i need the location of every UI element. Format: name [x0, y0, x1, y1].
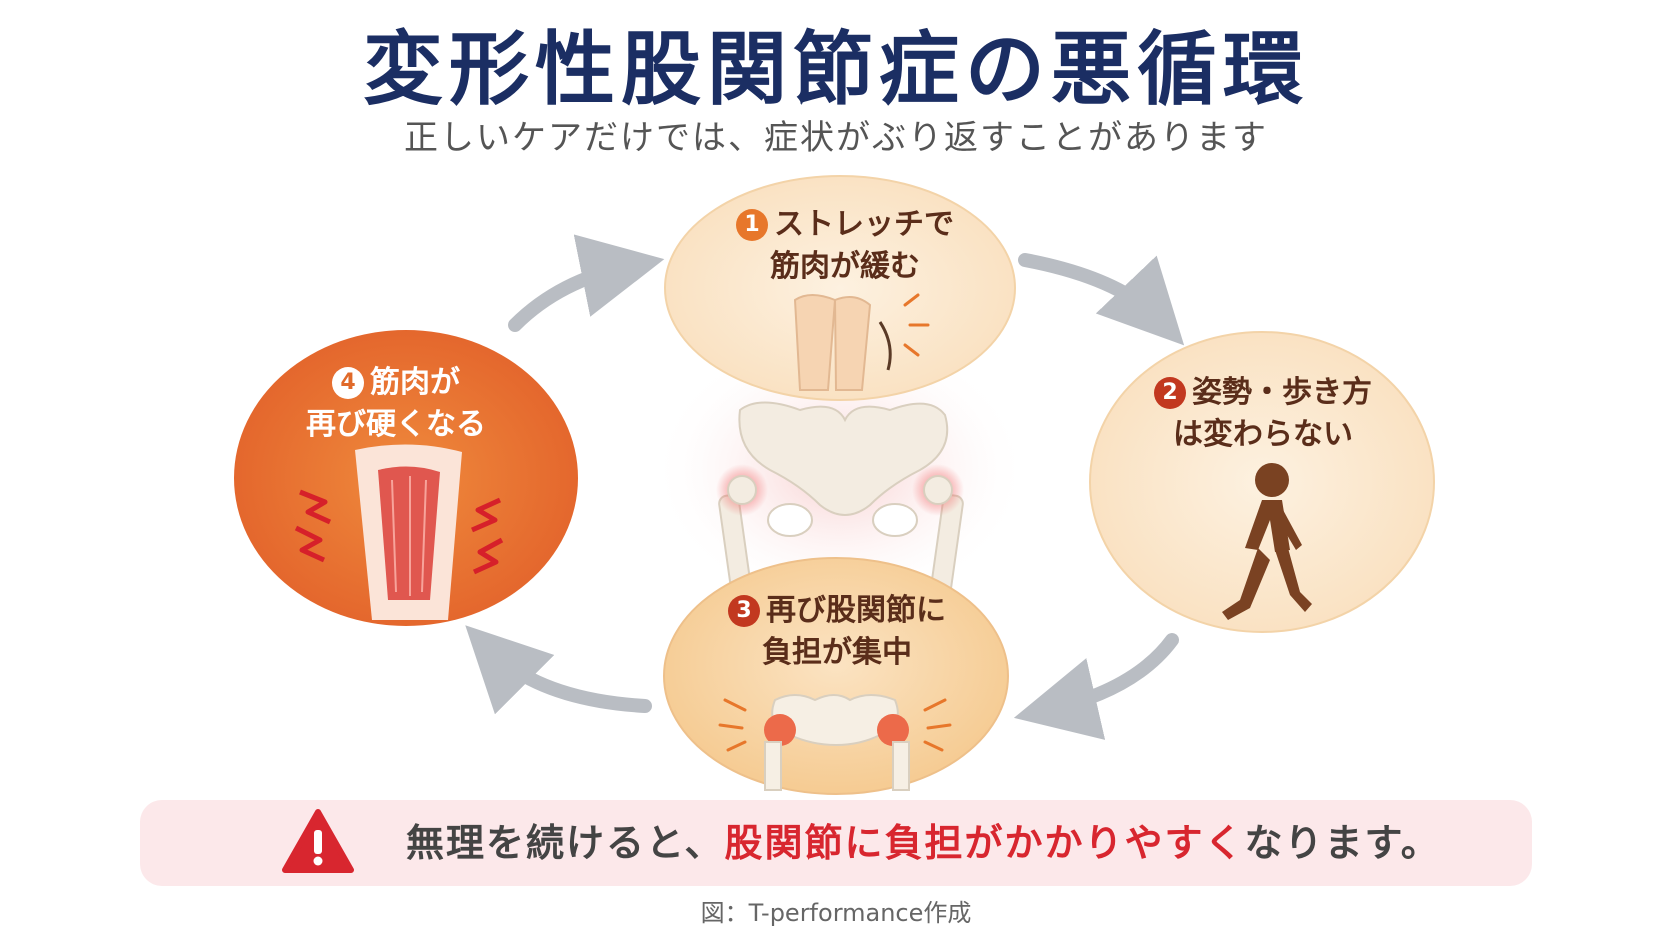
pelvis-illustration	[650, 330, 1030, 610]
step-3-line1: 再び股関節に	[766, 593, 946, 628]
step-4-node	[234, 330, 578, 626]
figure-credit: 図：T-performance作成	[700, 899, 972, 927]
warning-triangle-icon	[282, 809, 354, 873]
step-2-line2: は変わらない	[1173, 417, 1353, 452]
step-2-line1: 姿勢・歩き方	[1192, 375, 1372, 410]
page-subtitle: 正しいケアだけでは、症状がぶり返すことがあります	[404, 118, 1268, 158]
page-title: 変形性股関節症の悪循環	[363, 23, 1309, 116]
step-2-number: 2	[1154, 377, 1186, 409]
step-1-number: 1	[736, 209, 768, 241]
warning-text-highlight: 股関節に負担がかかりやすく	[724, 821, 1245, 865]
step-1-line2: 筋肉が緩む	[770, 249, 920, 284]
step-4-line1: 筋肉が	[370, 365, 460, 400]
tense-muscle-icon	[294, 444, 504, 620]
warning-text-before: 無理を続けると、	[406, 821, 725, 865]
legs-icon	[793, 293, 930, 391]
arrow-1-to-2	[1018, 253, 1185, 346]
warning-text: 無理を続けると、股関節に負担がかかりやすくなります。	[406, 815, 1506, 871]
step-3-line2: 負担が集中	[762, 635, 912, 670]
arrow-2-to-3	[1013, 633, 1179, 740]
step-3-number: 3	[728, 595, 760, 627]
warning-banner	[140, 800, 1532, 886]
step-4-number: 4	[332, 367, 364, 399]
walking-person-icon	[1222, 463, 1312, 620]
arrow-3-to-4	[465, 625, 652, 715]
arrow-4-to-1	[508, 234, 665, 332]
step-4-line2: 再び硬くなる	[306, 407, 486, 442]
warning-text-after: なります。	[1244, 821, 1441, 865]
hip-joint-icon	[718, 694, 952, 791]
step-1-line1: ストレッチで	[774, 207, 954, 242]
